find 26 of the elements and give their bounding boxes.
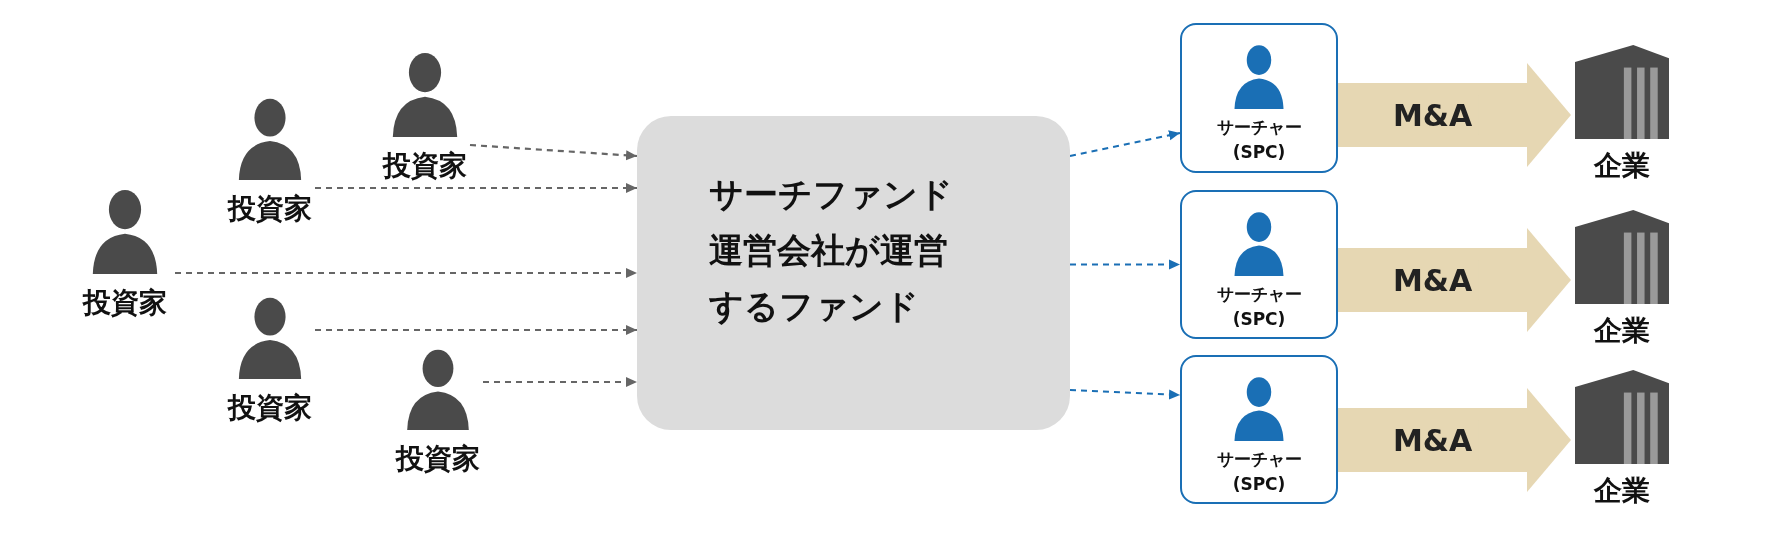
arrow — [1069, 388, 1181, 400]
node-label: サーチャー (SPC) — [1215, 448, 1303, 496]
block-arrow — [1338, 388, 1571, 492]
card — [1180, 23, 1338, 173]
rounded-box: サーチファンド運営会社が運営するファンド — [637, 116, 1070, 430]
node-label: 投資家 — [83, 285, 167, 321]
arrow — [1069, 130, 1181, 158]
arrow — [175, 268, 637, 278]
node-label: 企業 — [1594, 473, 1650, 509]
arrow — [1070, 259, 1180, 270]
node-label: サーチャー (SPC) — [1215, 116, 1303, 164]
node-label: 投資家 — [228, 191, 312, 227]
node-label: 企業 — [1594, 313, 1650, 349]
card — [1180, 355, 1338, 504]
node-label: サーチャー (SPC) — [1215, 283, 1303, 331]
arrow — [469, 143, 638, 161]
block-arrow — [1338, 63, 1571, 167]
arrow — [315, 183, 637, 193]
node-label: 企業 — [1594, 148, 1650, 184]
arrow — [483, 377, 637, 387]
arrow — [315, 325, 637, 335]
card — [1180, 190, 1338, 339]
node-label: 投資家 — [228, 390, 312, 426]
node-label: 投資家 — [396, 441, 480, 477]
block-arrow — [1338, 228, 1571, 332]
node-label: 投資家 — [383, 148, 467, 184]
